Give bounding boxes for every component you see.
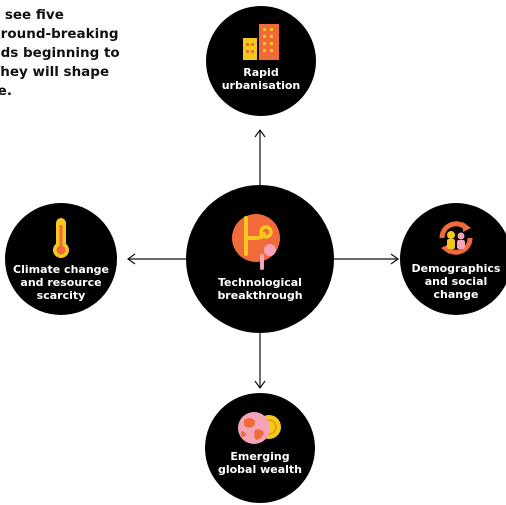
intro-line: e see five bbox=[0, 7, 64, 23]
intro-line: nds beginning to bbox=[0, 45, 120, 61]
node-label: Technological breakthrough bbox=[217, 276, 303, 302]
node-rapid-urbanisation: Rapid urbanisation bbox=[206, 6, 316, 116]
intro-text: e see five ground-breaking nds beginning… bbox=[0, 6, 151, 101]
buildings-icon bbox=[239, 22, 283, 62]
intro-line: They will shape bbox=[0, 64, 110, 80]
intro-line: ground-breaking bbox=[0, 26, 119, 42]
intro-line: re. bbox=[0, 83, 12, 99]
node-label: Emerging global wealth bbox=[217, 450, 302, 476]
node-climate-change: Climate change and resource scarcity bbox=[5, 203, 117, 315]
thermometer-icon bbox=[52, 217, 70, 259]
node-emerging-wealth: Emerging global wealth bbox=[205, 393, 315, 503]
node-label: Climate change and resource scarcity bbox=[13, 262, 109, 302]
people-cycle-icon bbox=[436, 218, 476, 258]
node-label: Rapid urbanisation bbox=[221, 66, 301, 92]
node-demographics: Demographics and social change bbox=[400, 203, 506, 315]
globe-coin-icon bbox=[236, 410, 284, 446]
node-technological-breakthrough: Technological breakthrough bbox=[186, 185, 334, 333]
node-label: Demographics and social change bbox=[411, 261, 501, 301]
circuit-icon bbox=[230, 212, 290, 270]
